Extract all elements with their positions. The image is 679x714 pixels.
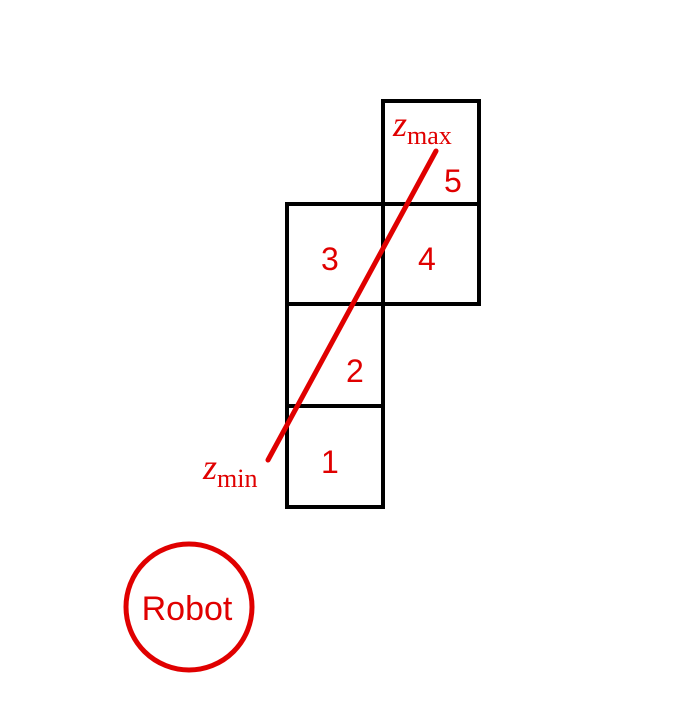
z-max-label: zmax: [392, 104, 452, 150]
traversal-ray: [265, 148, 439, 463]
cell-1-box: [285, 404, 385, 509]
z-max-var: z: [392, 104, 407, 144]
robot-label: Robot: [142, 590, 233, 628]
z-min-var: z: [202, 447, 217, 487]
cell-4-label: 4: [418, 241, 436, 277]
cell-4-box: [381, 202, 481, 306]
z-min-subscript: min: [217, 464, 257, 493]
cell-1-label: 1: [321, 444, 339, 480]
cell-5-label: 5: [444, 163, 462, 199]
robot-circle: [123, 541, 255, 673]
cell-2-box: [285, 302, 385, 408]
cell-2-label: 2: [346, 353, 364, 389]
z-max-subscript: max: [407, 121, 452, 150]
cell-3-label: 3: [321, 241, 339, 277]
z-min-label: zmin: [202, 447, 257, 493]
